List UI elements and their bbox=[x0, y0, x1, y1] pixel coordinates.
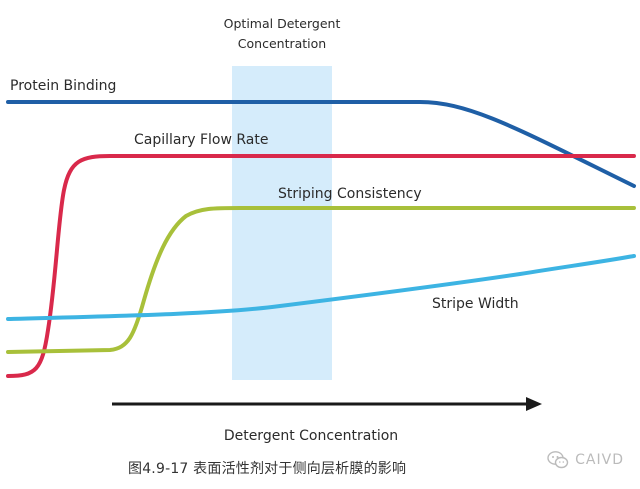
curve-capillary-flow-rate bbox=[6, 154, 636, 378]
figure-caption: 图4.9-17 表面活性剂对于侧向层析膜的影响 bbox=[128, 461, 407, 477]
band-label-line1: Optimal Detergent bbox=[224, 16, 341, 31]
watermark-text: CAIVD bbox=[575, 452, 624, 468]
curve-striping-consistency bbox=[6, 206, 636, 354]
x-axis-arrow-head bbox=[526, 397, 542, 411]
optimal-band bbox=[232, 66, 332, 380]
label-striping-consistency: Striping Consistency bbox=[278, 186, 422, 202]
label-stripe-width: Stripe Width bbox=[432, 296, 519, 312]
watermark: CAIVD bbox=[547, 450, 624, 470]
x-axis-label: Detergent Concentration bbox=[224, 428, 398, 444]
curve-stripe-width bbox=[6, 254, 636, 321]
curve-protein-binding bbox=[6, 100, 636, 188]
label-capillary-flow-rate: Capillary Flow Rate bbox=[134, 132, 269, 148]
wechat-icon bbox=[547, 450, 569, 470]
band-label-line2: Concentration bbox=[238, 36, 326, 51]
label-protein-binding: Protein Binding bbox=[10, 78, 116, 94]
